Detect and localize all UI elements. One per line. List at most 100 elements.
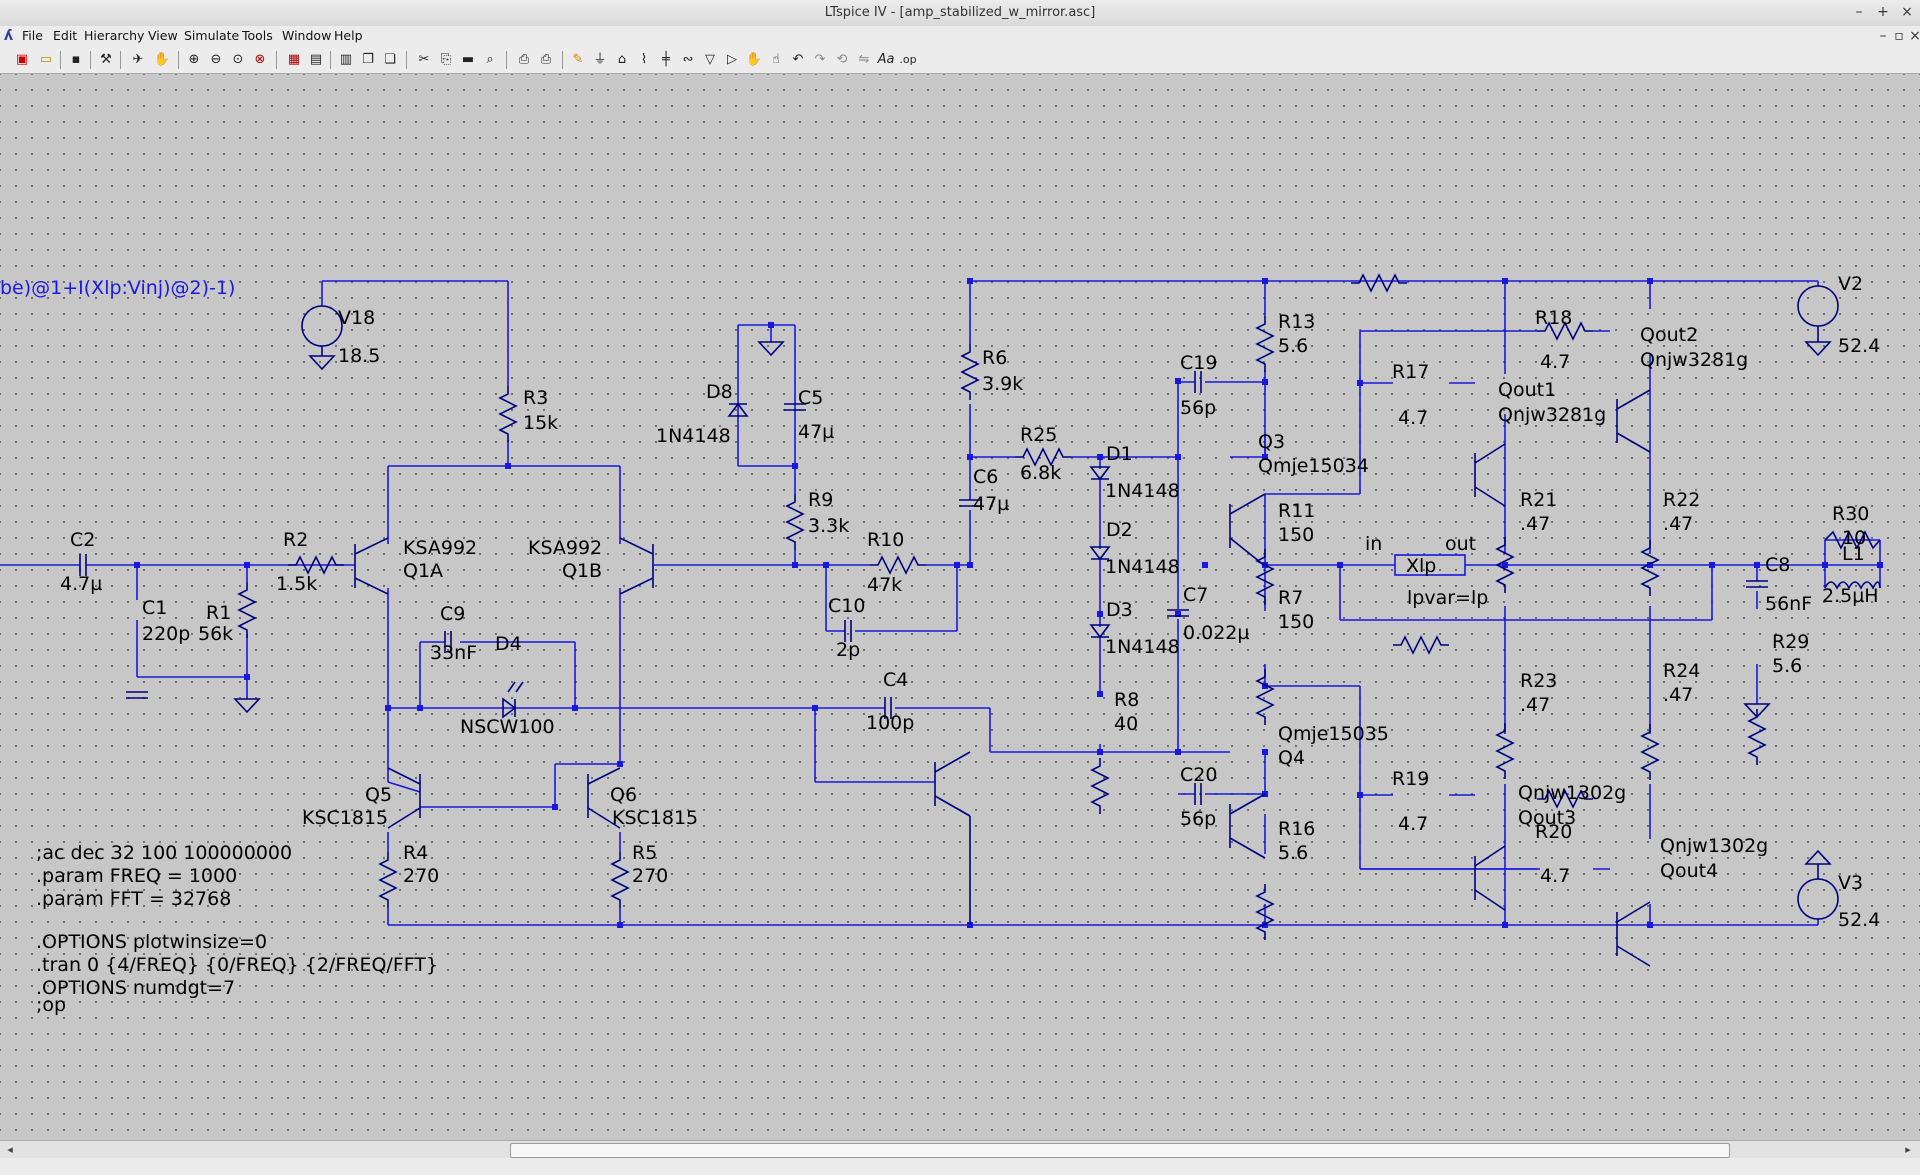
svg-text:R4: R4 [403,842,428,864]
svg-text:5.6: 5.6 [1278,842,1308,864]
menu-window[interactable]: Window [282,28,332,43]
svg-text:1N4148: 1N4148 [656,425,731,447]
menu-simulate[interactable]: Simulate [184,28,240,43]
zoom-fit-icon[interactable]: ⊙ [232,52,244,67]
wire-icon[interactable]: ✎ [572,52,584,67]
doc-close-button[interactable]: × [1909,28,1920,44]
redo-icon[interactable]: ↷ [814,52,826,67]
ground-icon[interactable]: ⏚ [593,52,607,67]
halt-icon[interactable]: ✋ [153,52,171,67]
mirror-icon[interactable]: ⇋ [858,52,870,67]
cascade-icon[interactable]: ❐ [362,52,374,67]
scroll-right-icon[interactable]: ▸ [1905,1143,1911,1156]
svg-text:KSA992: KSA992 [403,537,477,559]
doc-minimize-button[interactable]: – [1879,28,1887,44]
find-icon[interactable]: ⌕ [486,52,494,67]
svg-text:R18: R18 [1535,307,1572,329]
tile-vertical-icon[interactable]: ▥ [339,52,353,67]
zoom-in-icon[interactable]: ⊕ [188,52,200,67]
svg-text:Q1A: Q1A [403,560,443,582]
svg-text:R25: R25 [1020,424,1057,446]
undo-icon[interactable]: ↶ [792,52,804,67]
autorange-icon[interactable]: ▦ [287,52,301,67]
svg-text:R24: R24 [1663,660,1700,682]
tile-horizontal-icon[interactable]: ▤ [309,52,323,67]
doc-restore-button[interactable]: ▫ [1894,28,1904,44]
ground-V18 [308,355,336,371]
menu-tools[interactable]: Tools [242,28,273,43]
horizontal-scrollbar[interactable]: ◂ ▸ [0,1140,1920,1159]
capacitor-icon[interactable]: ╪ [662,52,670,67]
svg-text:R29: R29 [1772,631,1809,653]
svg-text:Xlp: Xlp [1406,555,1436,577]
cascade-alt-icon[interactable]: ❏ [384,52,396,67]
scroll-left-icon[interactable]: ◂ [7,1143,13,1156]
component-icon[interactable]: ▷ [727,52,737,67]
menu-edit[interactable]: Edit [53,28,78,43]
menu-view[interactable]: View [148,28,178,43]
window-title: LTspice IV - [amp_stabilized_w_mirror.as… [824,5,1096,20]
capacitor-C7 [1167,609,1189,617]
diode-D1 [1089,466,1111,481]
svg-text:R11: R11 [1278,500,1315,522]
run-icon[interactable]: ✈ [132,52,144,67]
app-logo-icon: ʎ [4,28,14,44]
svg-text:R19: R19 [1392,768,1429,790]
paste-icon[interactable]: ▬ [461,52,475,67]
zoom-cancel-icon[interactable]: ⊗ [254,52,266,67]
transistor-Q5 [387,767,421,829]
save-icon[interactable]: ▪ [71,52,81,67]
svg-text:Q1B: Q1B [562,560,602,582]
svg-text:V2: V2 [1838,273,1863,295]
svg-text:47µ: 47µ [973,493,1009,515]
capacitor-C19 [1194,371,1202,393]
inductor-icon[interactable]: ∾ [682,52,694,67]
svg-text:C19: C19 [1180,352,1217,374]
zoom-out-icon[interactable]: ⊖ [210,52,222,67]
move-icon[interactable]: ✋ [745,52,763,67]
svg-text:V3: V3 [1838,872,1863,894]
component-symbols [79,274,1881,967]
svg-text:out: out [1445,533,1476,555]
maximize-button[interactable]: + [1877,4,1889,20]
svg-text:Qout1: Qout1 [1498,379,1556,401]
open-icon[interactable]: ▭ [39,52,53,67]
svg-text:D2: D2 [1106,519,1133,541]
minimize-button[interactable]: – [1855,4,1863,20]
svg-text:100p: 100p [866,712,914,734]
cut-icon[interactable]: ✂ [418,52,430,67]
resistor-R6 [961,343,979,401]
directive-line-2: .param FREQ = 1000 [36,865,237,887]
rotate-icon[interactable]: ⟲ [836,52,848,67]
transistor-Qout4 [1616,901,1651,967]
svg-text:47µ: 47µ [798,421,834,443]
svg-text:33nF: 33nF [430,642,477,664]
spice-directive-icon[interactable]: .op [899,53,917,66]
menu-help[interactable]: Help [334,28,363,43]
print-setup-icon[interactable]: ⎙ [518,52,530,67]
copy-icon[interactable]: ⎘ [440,52,452,67]
svg-text:3.9k: 3.9k [982,373,1023,395]
scroll-thumb[interactable] [510,1143,1730,1158]
resistor-R4 [379,851,397,909]
drag-icon[interactable]: ☝ [772,52,780,67]
menu-hierarchy[interactable]: Hierarchy [84,28,145,43]
svg-text:Q3: Q3 [1258,431,1285,453]
menu-file[interactable]: File [22,28,43,43]
new-schematic-icon[interactable]: ▣ [15,52,29,67]
print-icon[interactable]: ⎙ [540,52,552,67]
resistor-R9 [786,493,804,551]
text-icon[interactable]: Aa [877,52,895,67]
label-net-icon[interactable]: ⌂ [617,52,627,67]
control-panel-icon[interactable]: ⚒ [100,52,112,67]
svg-text:C7: C7 [1183,584,1208,606]
diode-icon[interactable]: ▽ [705,52,715,67]
resistor-icon[interactable]: ⌇ [640,52,648,67]
close-button[interactable]: × [1901,4,1913,20]
svg-text:5.6: 5.6 [1772,655,1802,677]
svg-text:R5: R5 [632,842,657,864]
diode-D3 [1089,624,1111,639]
svg-text:.47: .47 [1663,513,1693,535]
